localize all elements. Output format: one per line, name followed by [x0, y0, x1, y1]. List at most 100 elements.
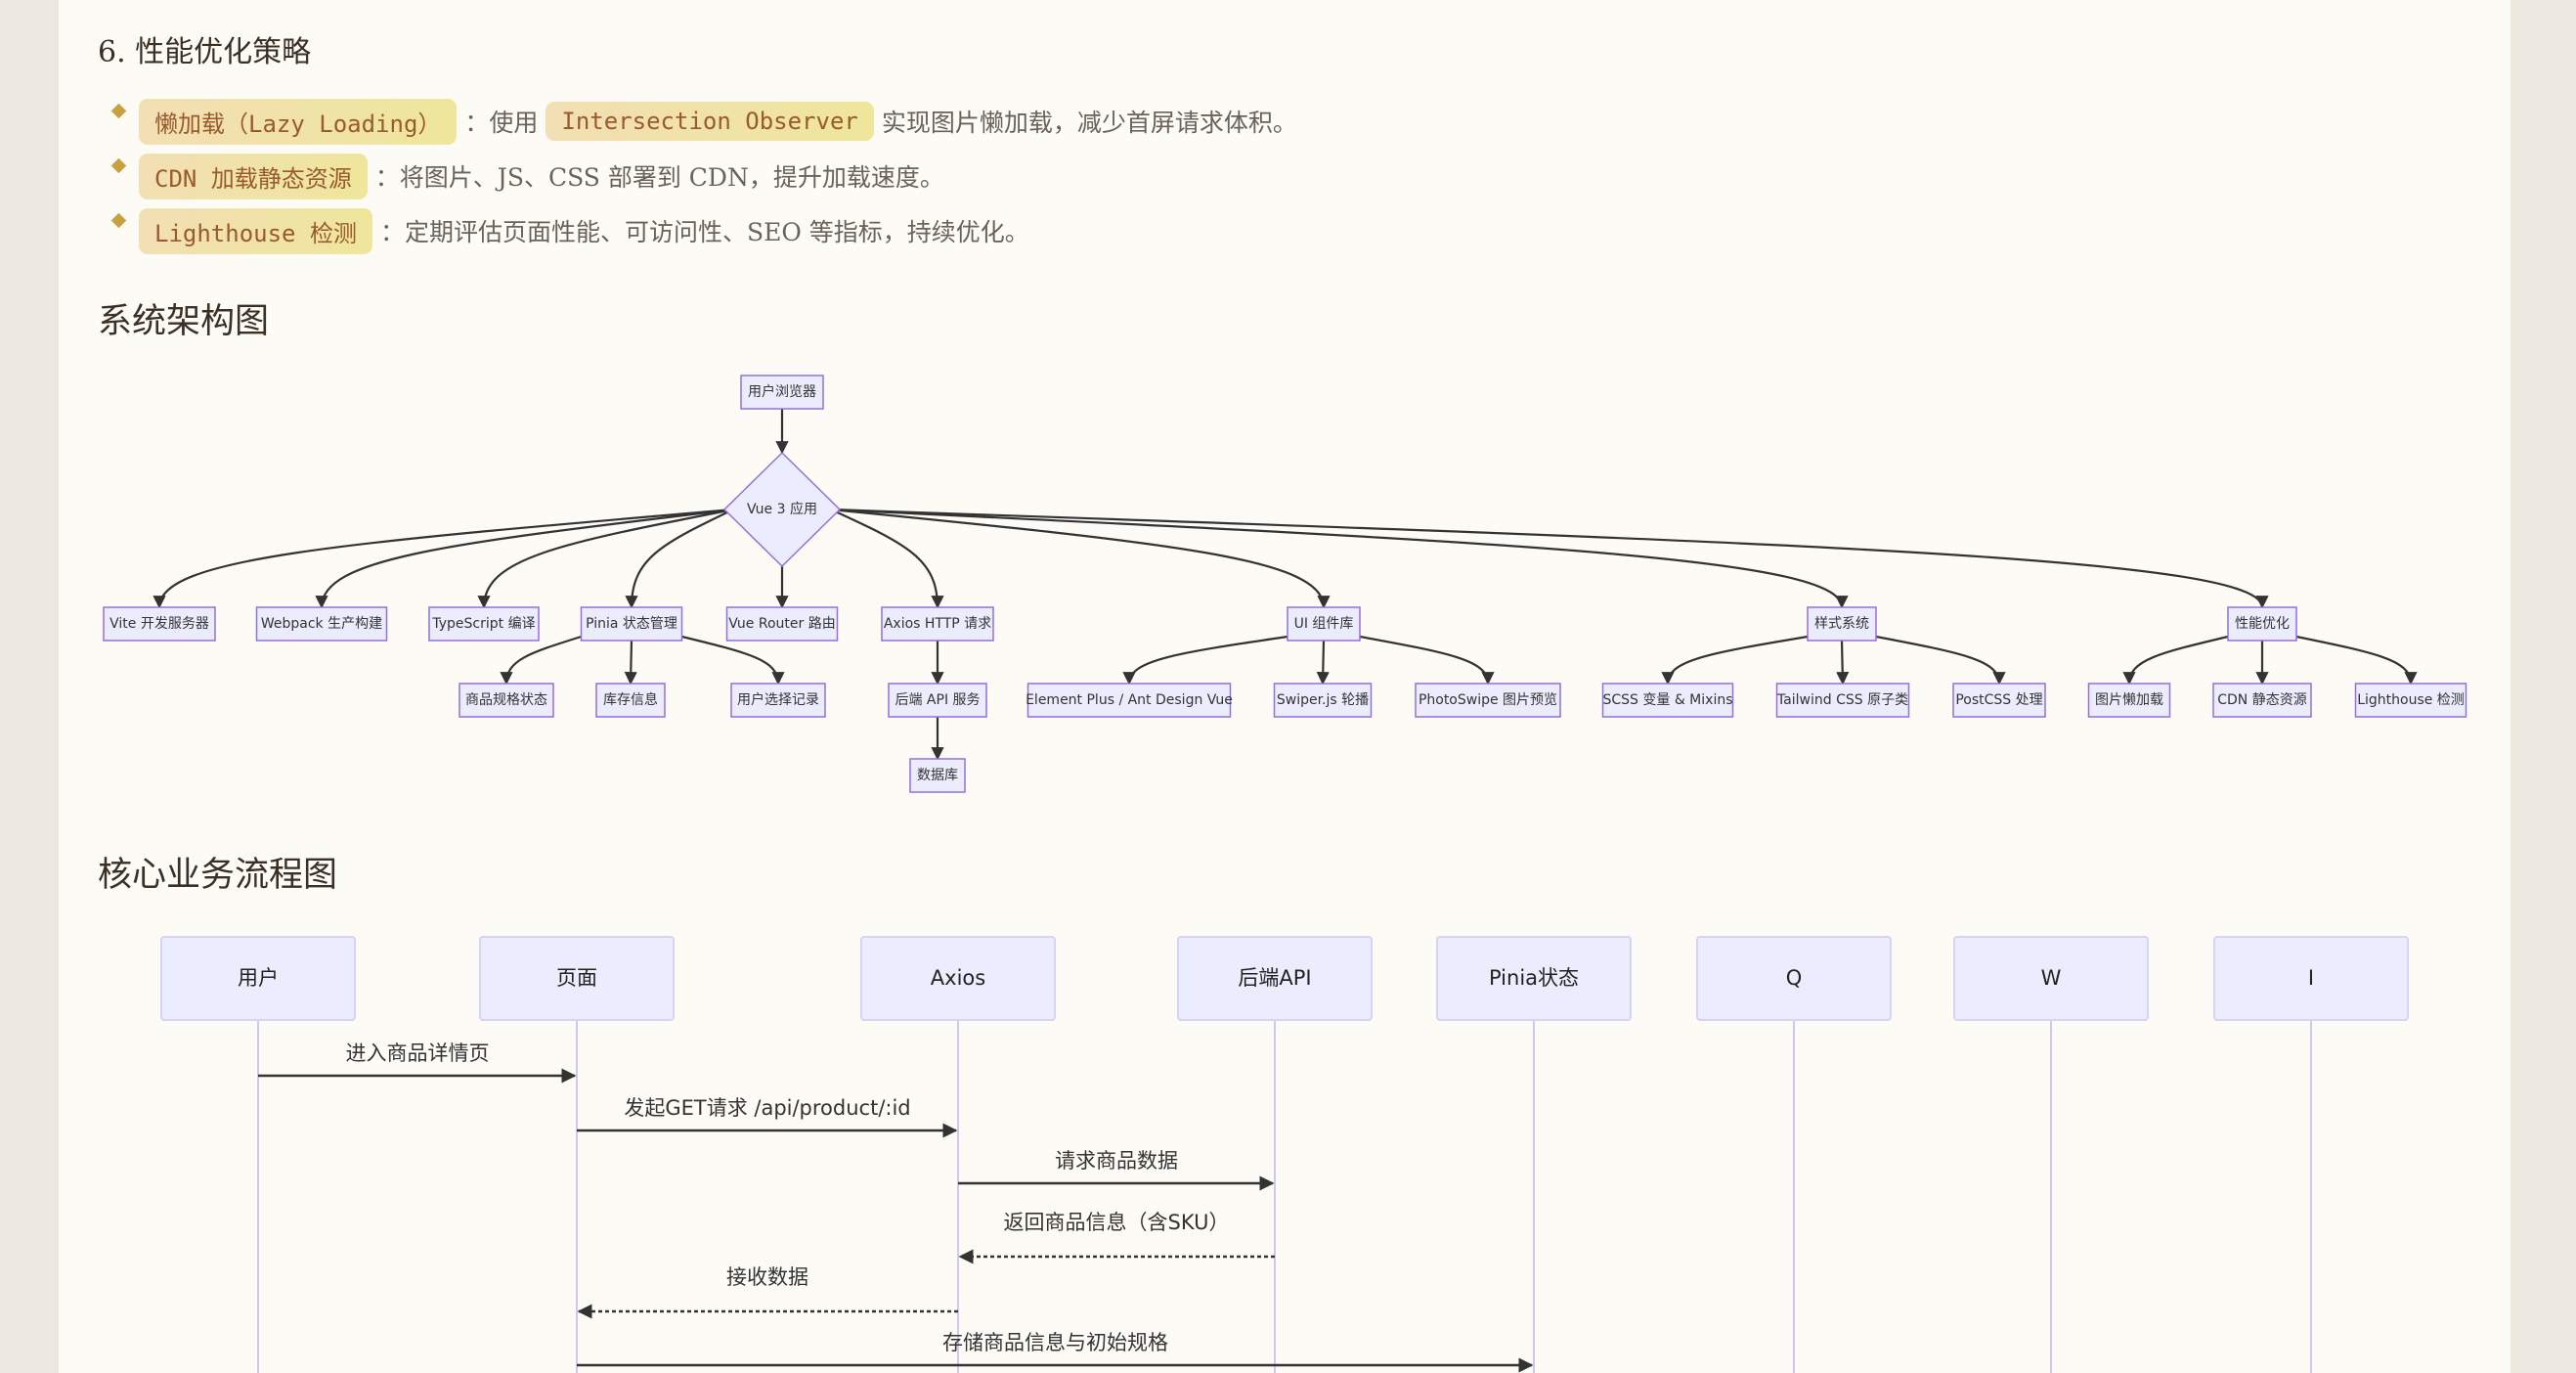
inline-code: 懒加载（Lazy Loading） — [139, 98, 458, 145]
flow-node-label: 库存信息 — [603, 691, 658, 708]
actor-label: 后端API — [1238, 966, 1311, 990]
list-item: CDN 加载静态资源：将图片、JS、CSS 部署到 CDN，提升加载速度。 — [108, 149, 1305, 203]
actor-label: 用户 — [238, 966, 279, 990]
flow-edge — [500, 635, 582, 686]
flow-node-label: CDN 静态资源 — [2217, 692, 2306, 708]
flow-edge — [830, 508, 1331, 609]
flow-node-label: Swiper.js 轮播 — [1277, 692, 1369, 708]
actor-label: Pinia状态 — [1489, 966, 1579, 990]
inline-code: Intersection Observer — [546, 102, 874, 141]
flow-node-label: Element Plus / Ant Design Vue — [1026, 692, 1233, 708]
message-label: 存储商品信息与初始规格 — [942, 1331, 1168, 1354]
message-label: 返回商品信息（含SKU） — [1004, 1211, 1230, 1234]
actor-box: 用户 — [160, 936, 356, 1021]
flow-node-style: 样式系统 — [1807, 606, 1877, 642]
flow-node-lazy: 图片懒加载 — [2087, 683, 2171, 718]
list-item-text: ：将图片、JS、CSS 部署到 CDN，提升加载速度。 — [374, 163, 944, 192]
inline-code: Lighthouse 检测 — [139, 207, 372, 254]
flow-edge — [1359, 635, 1495, 686]
flow-edge — [625, 509, 734, 609]
flow-node-label: 样式系统 — [1814, 616, 1869, 632]
actor-label: Q — [1786, 966, 1803, 990]
list-item-text: ：定期评估页面性能、可访问性、SEO 等指标，持续优化。 — [379, 218, 1029, 246]
actor-box: Q — [1696, 936, 1892, 1021]
flow-edge — [830, 509, 944, 609]
architecture-flowchart: 用户浏览器 Vue 3 应用 Vite 开发服务器 Webpack 生产构建 TypeS… — [103, 375, 2467, 793]
flow-node-label: 用户浏览器 — [748, 383, 816, 400]
flow-node-label: 性能优化 — [2235, 616, 2290, 632]
flow-node-label: Pinia 状态管理 — [586, 616, 677, 632]
flow-edge — [624, 640, 637, 686]
flow-edge — [1875, 635, 2006, 686]
actor-box: W — [1953, 936, 2149, 1021]
message-label: 请求商品数据 — [1055, 1149, 1178, 1173]
flow-node-perf: 性能优化 — [2227, 606, 2297, 642]
flow-node-element: Element Plus / Ant Design Vue — [1026, 683, 1233, 718]
flow-node-browser: 用户浏览器 — [740, 375, 824, 410]
flow-node-pinia: Pinia 状态管理 — [580, 606, 683, 642]
flow-node-label: Vue 3 应用 — [747, 501, 817, 517]
flow-node-label: Lighthouse 检测 — [2357, 692, 2465, 708]
actor-box: Axios — [860, 936, 1056, 1021]
flow-edge — [2295, 635, 2418, 686]
flow-node-choice: 用户选择记录 — [730, 683, 826, 718]
flow-node-axios: Axios HTTP 请求 — [881, 606, 994, 642]
flow-edge — [1316, 640, 1330, 686]
flow-node-photoswipe: PhotoSwipe 图片预览 — [1415, 683, 1561, 718]
list-item-text: ：使用 — [464, 109, 539, 137]
section-heading-performance: 6. 性能优化策略 — [98, 35, 312, 69]
flow-edge — [153, 508, 734, 609]
flow-node-label: Axios HTTP 请求 — [884, 616, 991, 632]
actor-box: I — [2213, 936, 2409, 1021]
flow-node-vite: Vite 开发服务器 — [103, 606, 216, 642]
flow-node-postcss: PostCSS 处理 — [1952, 683, 2046, 718]
flow-node-label: 商品规格状态 — [465, 692, 547, 708]
message-label: 发起GET请求 /api/product/:id — [624, 1096, 910, 1120]
flow-node-ts: TypeScript 编译 — [428, 606, 540, 642]
flow-node-stock: 库存信息 — [595, 683, 666, 718]
flow-node-scss: SCSS 变量 & Mixins — [1601, 683, 1734, 718]
flow-node-ui: UI 组件库 — [1287, 606, 1361, 642]
section-heading-architecture: 系统架构图 — [98, 302, 270, 341]
flow-edge — [1836, 640, 1850, 686]
flow-node-router: Vue Router 路由 — [725, 606, 839, 642]
actor-box: Pinia状态 — [1436, 936, 1632, 1021]
flow-edge — [477, 508, 734, 609]
flow-node-sku: 商品规格状态 — [458, 683, 554, 718]
flow-node-label: TypeScript 编译 — [431, 616, 535, 632]
list-item-text: 实现图片懒加载，减少首屏请求体积。 — [881, 109, 1297, 137]
list-item: Lighthouse 检测：定期评估页面性能、可访问性、SEO 等指标，持续优化… — [108, 203, 1305, 258]
flow-node-label: PostCSS 处理 — [1955, 692, 2042, 708]
flow-edge — [1122, 635, 1288, 686]
flow-node-label: 用户选择记录 — [737, 691, 819, 708]
flow-edge — [681, 635, 785, 686]
actor-label: 页面 — [556, 966, 597, 990]
actor-label: I — [2308, 966, 2314, 990]
flow-node-lighthouse: Lighthouse 检测 — [2354, 683, 2467, 718]
flow-node-db: 数据库 — [909, 758, 966, 793]
flow-node-api: 后端 API 服务 — [888, 683, 987, 718]
flow-node-label: Webpack 生产构建 — [261, 616, 382, 632]
flow-edge — [315, 508, 734, 609]
flow-node-label: Vue Router 路由 — [728, 616, 835, 632]
flow-node-webpack: Webpack 生产构建 — [255, 606, 388, 642]
section-heading-sequence: 核心业务流程图 — [98, 856, 338, 895]
flow-node-cdn: CDN 静态资源 — [2212, 683, 2312, 718]
flow-edge — [830, 508, 1849, 609]
flow-node-label: UI 组件库 — [1294, 616, 1354, 632]
flow-edge — [830, 508, 2269, 609]
actor-label: Axios — [931, 966, 985, 990]
flow-node-label: 数据库 — [917, 768, 958, 783]
message-label: 接收数据 — [726, 1265, 808, 1289]
flow-node-label: 后端 API 服务 — [895, 692, 980, 708]
flow-node-label: 图片懒加载 — [2095, 692, 2163, 708]
actor-label: W — [2041, 966, 2062, 990]
flow-node-vue: Vue 3 应用 — [722, 451, 842, 568]
flow-node-swiper: Swiper.js 轮播 — [1273, 683, 1373, 718]
actor-box: 后端API — [1177, 936, 1373, 1021]
flow-node-label: Vite 开发服务器 — [109, 616, 209, 632]
